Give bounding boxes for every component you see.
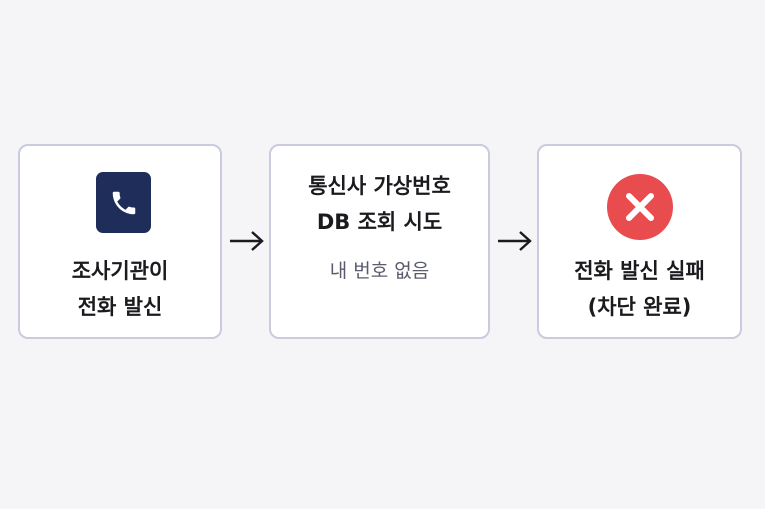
step-1-label: 조사기관이 전화 발신 — [20, 253, 220, 325]
step-1-line-1: 조사기관이 — [71, 259, 169, 283]
step-card-db-lookup: 통신사 가상번호 DB 조회 시도 내 번호 없음 — [269, 144, 490, 339]
right-arrow-icon — [498, 231, 532, 251]
step-1-line-2: 전화 발신 — [77, 295, 163, 319]
step-2-line-2: DB 조회 시도 — [316, 210, 443, 234]
fail-x-icon — [607, 174, 673, 240]
step-3-line-1: 전화 발신 실패 — [574, 259, 705, 283]
step-2-line-1: 통신사 가상번호 — [308, 174, 451, 198]
phone-icon — [96, 172, 151, 233]
step-card-call-failed: 전화 발신 실패 (차단 완료) — [537, 144, 742, 339]
step-2-subtext: 내 번호 없음 — [329, 260, 430, 282]
step-3-line-2: (차단 완료) — [587, 295, 692, 319]
step-card-call: 조사기관이 전화 발신 — [18, 144, 222, 339]
step-2-label: 통신사 가상번호 DB 조회 시도 — [271, 168, 488, 240]
step-3-label: 전화 발신 실패 (차단 완료) — [539, 253, 740, 325]
right-arrow-icon — [230, 231, 264, 251]
